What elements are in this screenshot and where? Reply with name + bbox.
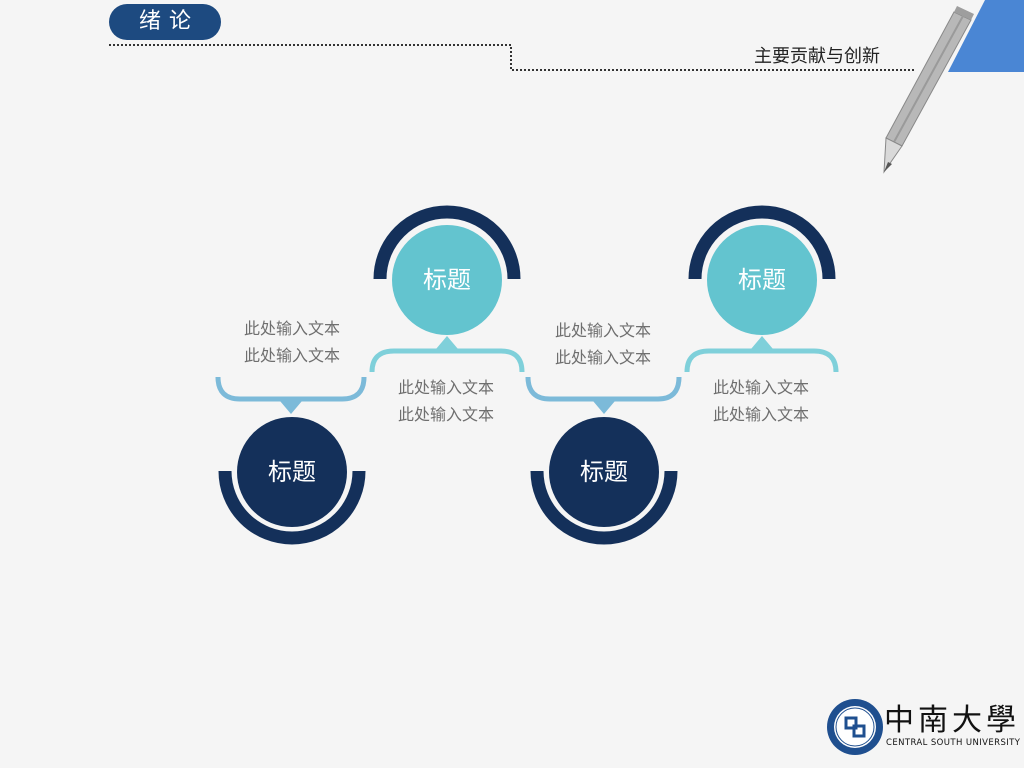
step-4-text-line-1: 此处输入文本 bbox=[712, 378, 809, 397]
step-2-text-line-1: 此处输入文本 bbox=[397, 378, 494, 397]
step-4-title: 标题 bbox=[707, 225, 817, 335]
step-3-title: 标题 bbox=[549, 417, 659, 527]
step-4-outer-ring bbox=[688, 205, 836, 280]
section-title-pill: 绪论 bbox=[109, 4, 221, 40]
step-3-text-line-1: 此处输入文本 bbox=[554, 321, 651, 340]
pencil-icon bbox=[883, 6, 974, 174]
step-1-pointer bbox=[280, 401, 302, 414]
step-2-bracket bbox=[369, 348, 525, 373]
step-4-pointer bbox=[751, 336, 773, 349]
step-2-title: 标题 bbox=[392, 225, 502, 335]
step-1-outer-ring bbox=[218, 470, 366, 545]
university-seal-icon bbox=[827, 699, 883, 755]
step-3-pointer bbox=[593, 401, 615, 414]
step-2-pointer bbox=[436, 336, 458, 349]
step-3-bracket bbox=[525, 376, 682, 402]
university-name-cn: 中南大學 bbox=[884, 703, 1020, 738]
step-2-text: 此处输入文本 此处输入文本 bbox=[376, 374, 516, 428]
header-dotted-line bbox=[109, 44, 915, 71]
step-1-bracket bbox=[215, 376, 367, 402]
step-4-text-line-2: 此处输入文本 bbox=[712, 405, 809, 424]
step-1-title: 标题 bbox=[237, 417, 347, 527]
step-1-text: 此处输入文本 此处输入文本 bbox=[222, 315, 362, 369]
section-subtitle: 主要贡献与创新 bbox=[754, 46, 880, 67]
step-1-text-line-2: 此处输入文本 bbox=[243, 346, 340, 365]
corner-accent-shape bbox=[948, 0, 1024, 72]
step-3-text-line-2: 此处输入文本 bbox=[554, 348, 651, 367]
step-2-text-line-2: 此处输入文本 bbox=[397, 405, 494, 424]
step-4-text: 此处输入文本 此处输入文本 bbox=[691, 374, 831, 428]
step-3-text: 此处输入文本 此处输入文本 bbox=[533, 317, 673, 371]
step-2-outer-ring bbox=[373, 205, 521, 280]
step-1-text-line-1: 此处输入文本 bbox=[243, 319, 340, 338]
step-3-outer-ring bbox=[530, 470, 678, 545]
step-4-bracket bbox=[684, 348, 839, 373]
university-name-en: CENTRAL SOUTH UNIVERSITY bbox=[886, 738, 1021, 748]
